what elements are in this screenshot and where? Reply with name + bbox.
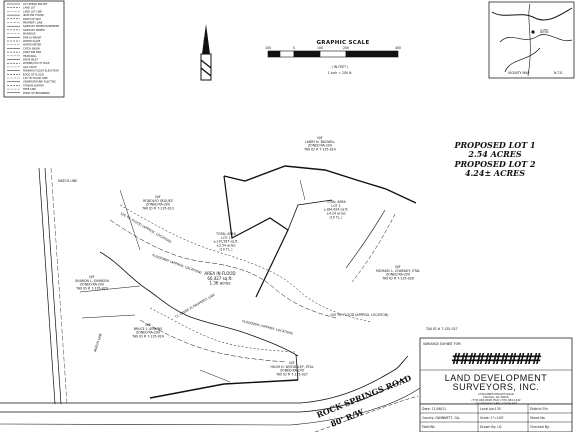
graphic-scale-ratio: 1 inch = 200 ft.: [328, 71, 353, 75]
creek-property-line-label: CL CREEK IS PROPERTY LINE: [175, 293, 216, 319]
scale-bar-segment: [267, 50, 281, 58]
proposed-lot-1-title: PROPOSED LOT 1: [453, 140, 535, 150]
tb-drawn-by: Drawn By: LD: [480, 425, 502, 429]
legend-item-label: WATER VALVE: [23, 39, 41, 43]
tb-date: Date: 11/08/11: [422, 407, 446, 411]
vicinity-map-scale-note: N.T.S.: [554, 71, 563, 75]
north-arrow-icon: NORTH: [200, 24, 212, 81]
variance-label: VARIANCE EXHIBIT FOR:: [423, 342, 461, 346]
vicinity-map: SITE VICINITY MAP N.T.S.: [488, 1, 575, 79]
match-line-label: MATCH LINE: [58, 179, 77, 183]
legend-item-label: TREE LINE: [23, 87, 36, 91]
legend-item-label: 100 YR FLOOD LINE: [23, 76, 48, 80]
scale-bar-segment: [279, 50, 295, 58]
legend-item-label: WATER METER: [23, 43, 41, 47]
tb-checked-by: Checked By:: [530, 425, 550, 429]
legend-item-label: FIRE HYDRANT: [23, 35, 42, 39]
legend-item-label: UNDERGROUND ELECTRIC: [23, 80, 56, 84]
site-marker-icon: [531, 30, 535, 34]
north-arrow-label: NORTH: [203, 38, 207, 50]
legend-item-label: LOT REBAR PIN SET: [23, 2, 48, 6]
legend-item-label: DROP INLET: [23, 58, 39, 62]
legend-item-label: STREAM BUFFER: [23, 83, 44, 87]
site-label: SITE: [540, 29, 549, 34]
legend-item-label: LAND LOT LINE: [23, 9, 42, 13]
legend-item-label: SANITARY SEWER EASEMENT: [23, 24, 60, 28]
tb-scale: Scale: 1"=100': [480, 416, 504, 420]
proposed-lot-2-title: PROPOSED LOT 2: [453, 159, 536, 169]
legend-item-label: PROPERTY LINE: [23, 21, 43, 25]
tax-id-right: TAX ID # 7-135-027: [425, 327, 458, 331]
match-line-label-lower: MATCH LINE: [93, 333, 103, 352]
legend-item-label: EDGE OF FLOOD: [23, 72, 44, 76]
legend-item-label: POWER/UTILITY POLE: [23, 61, 50, 65]
legend-item-label: CATCH BASIN: [23, 46, 40, 50]
plan-linework: [0, 165, 421, 432]
scale-tick-label: 200: [343, 46, 349, 50]
graphic-scale-units: ( IN FEET ): [332, 65, 349, 69]
proposed-lot-2-area: 4.24± ACRES: [465, 168, 525, 178]
legend-item-label: LAND LOT: [23, 6, 36, 10]
flood-100yr-label-south: 100 YR. FLOOD (APPROX. LOCATION): [330, 313, 389, 317]
graphic-scale-title: GRAPHIC SCALE: [316, 40, 369, 46]
firm-name-line-2: SURVEYORS, INC.: [453, 382, 540, 392]
owner-name-redacted: ###########: [452, 350, 541, 368]
legend-item-label: SANITARY SEWER: [23, 28, 45, 32]
title-block: VARIANCE EXHIBIT FOR: ########### LAND D…: [419, 337, 573, 432]
scale-tick-label: 400: [395, 46, 401, 50]
legend-item-label: GAS VALVE: [23, 65, 37, 69]
tb-county: County: GWINNETT, GA.: [422, 416, 460, 420]
firm-name-line-1: LAND DEVELOPMENT: [445, 373, 548, 383]
scale-tick-label: 100: [265, 46, 271, 50]
legend-item-label: MANHOLE: [23, 32, 36, 36]
proposed-lots: PROPOSED LOT 1 2.54 ACRES PROPOSED LOT 2…: [453, 140, 536, 178]
legend-item-label: RIGHT-OF-WAY: [23, 17, 42, 21]
legend-item-label: POINT OF BEGINNING: [23, 91, 50, 95]
flood-100yr-label-north: 100 YR. FLOOD (APPROX. LOCATION): [120, 211, 173, 244]
tb-sheet: Sheet No.: [530, 416, 546, 420]
tb-land-lot: Land Lot:135: [480, 407, 501, 411]
proposed-lot-1-area: 2.54 ACRES: [467, 149, 522, 159]
legend-item-label: FINISHED FLOOR ELEVATION: [23, 69, 59, 73]
legend-item-label: IRON PIN FOUND: [23, 13, 44, 17]
scale-bar-segment: [293, 50, 321, 58]
legend-item-label: HEADWALL: [23, 54, 38, 58]
scale-tick-label: 0: [293, 46, 295, 50]
scale-bar-segment: [319, 50, 347, 58]
tb-field-book: Field Bk:: [422, 425, 435, 429]
legend-item-label: JUNCTION BOX: [22, 50, 42, 54]
scale-bar-segment: [345, 50, 399, 58]
floodway-label-north: FLOODWAY (APPROX. LOCATION): [152, 253, 202, 275]
floodway-label-south: FLOODWAY (APPROX. LOCATION): [242, 319, 294, 336]
vicinity-map-caption: VICINITY MAP: [508, 71, 529, 75]
tb-district: District:7th: [530, 407, 548, 411]
scale-tick-label: 100: [317, 46, 323, 50]
